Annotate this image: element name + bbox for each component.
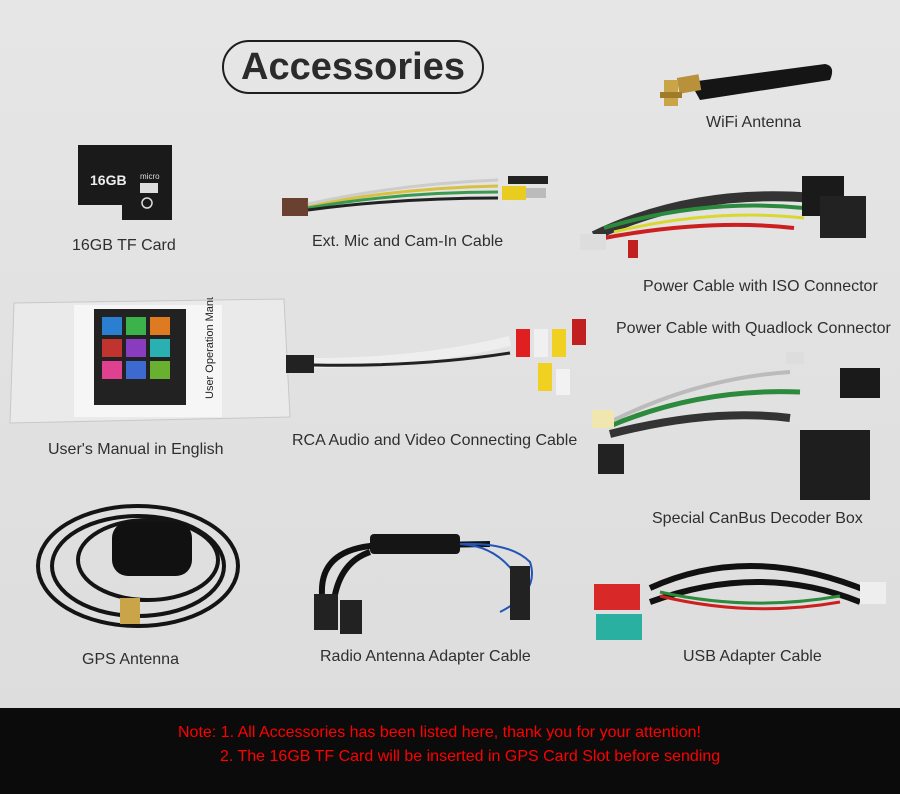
manual-cover-text: User Operation Manual <box>204 297 216 399</box>
wifi-antenna-icon <box>660 64 833 106</box>
gps-antenna-icon <box>36 504 240 628</box>
usb-cable-label: USB Adapter Cable <box>683 648 822 665</box>
mic-cable-icon <box>282 176 548 216</box>
wifi-antenna-label: WiFi Antenna <box>706 114 802 131</box>
canbus-box-label: Special CanBus Decoder Box <box>652 510 863 527</box>
manual-icon: User Operation Manual <box>9 297 291 424</box>
iso-cable-icon <box>580 176 866 258</box>
gps-antenna-label: GPS Antenna <box>82 651 179 668</box>
card-text: 16GB <box>90 172 127 188</box>
footer-note-line1: Note: 1. All Accessories has been listed… <box>178 724 701 741</box>
usb-cable-icon <box>594 563 886 640</box>
iso-cable-label: Power Cable with ISO Connector <box>643 278 878 295</box>
quadlock-cable-label: Power Cable with Quadlock Connector <box>616 320 891 337</box>
rca-cable-label: RCA Audio and Video Connecting Cable <box>292 432 578 449</box>
canbus-box-icon <box>592 352 880 500</box>
footer-note: Note: 1. All Accessories has been listed… <box>0 708 900 794</box>
manual-label: User's Manual in English <box>48 441 224 458</box>
mic-cable-label: Ext. Mic and Cam-In Cable <box>312 233 504 250</box>
footer-note-line2: 2. The 16GB TF Card will be inserted in … <box>220 748 721 765</box>
rca-cable-icon <box>286 319 586 395</box>
radio-adapter-label: Radio Antenna Adapter Cable <box>320 648 531 665</box>
page-title: Accessories <box>222 40 484 94</box>
tf-card-label: 16GB TF Card <box>72 237 176 254</box>
tf-card-icon: 16GB micro <box>78 145 172 220</box>
svg-text:micro: micro <box>140 172 160 181</box>
radio-adapter-icon <box>314 534 533 634</box>
